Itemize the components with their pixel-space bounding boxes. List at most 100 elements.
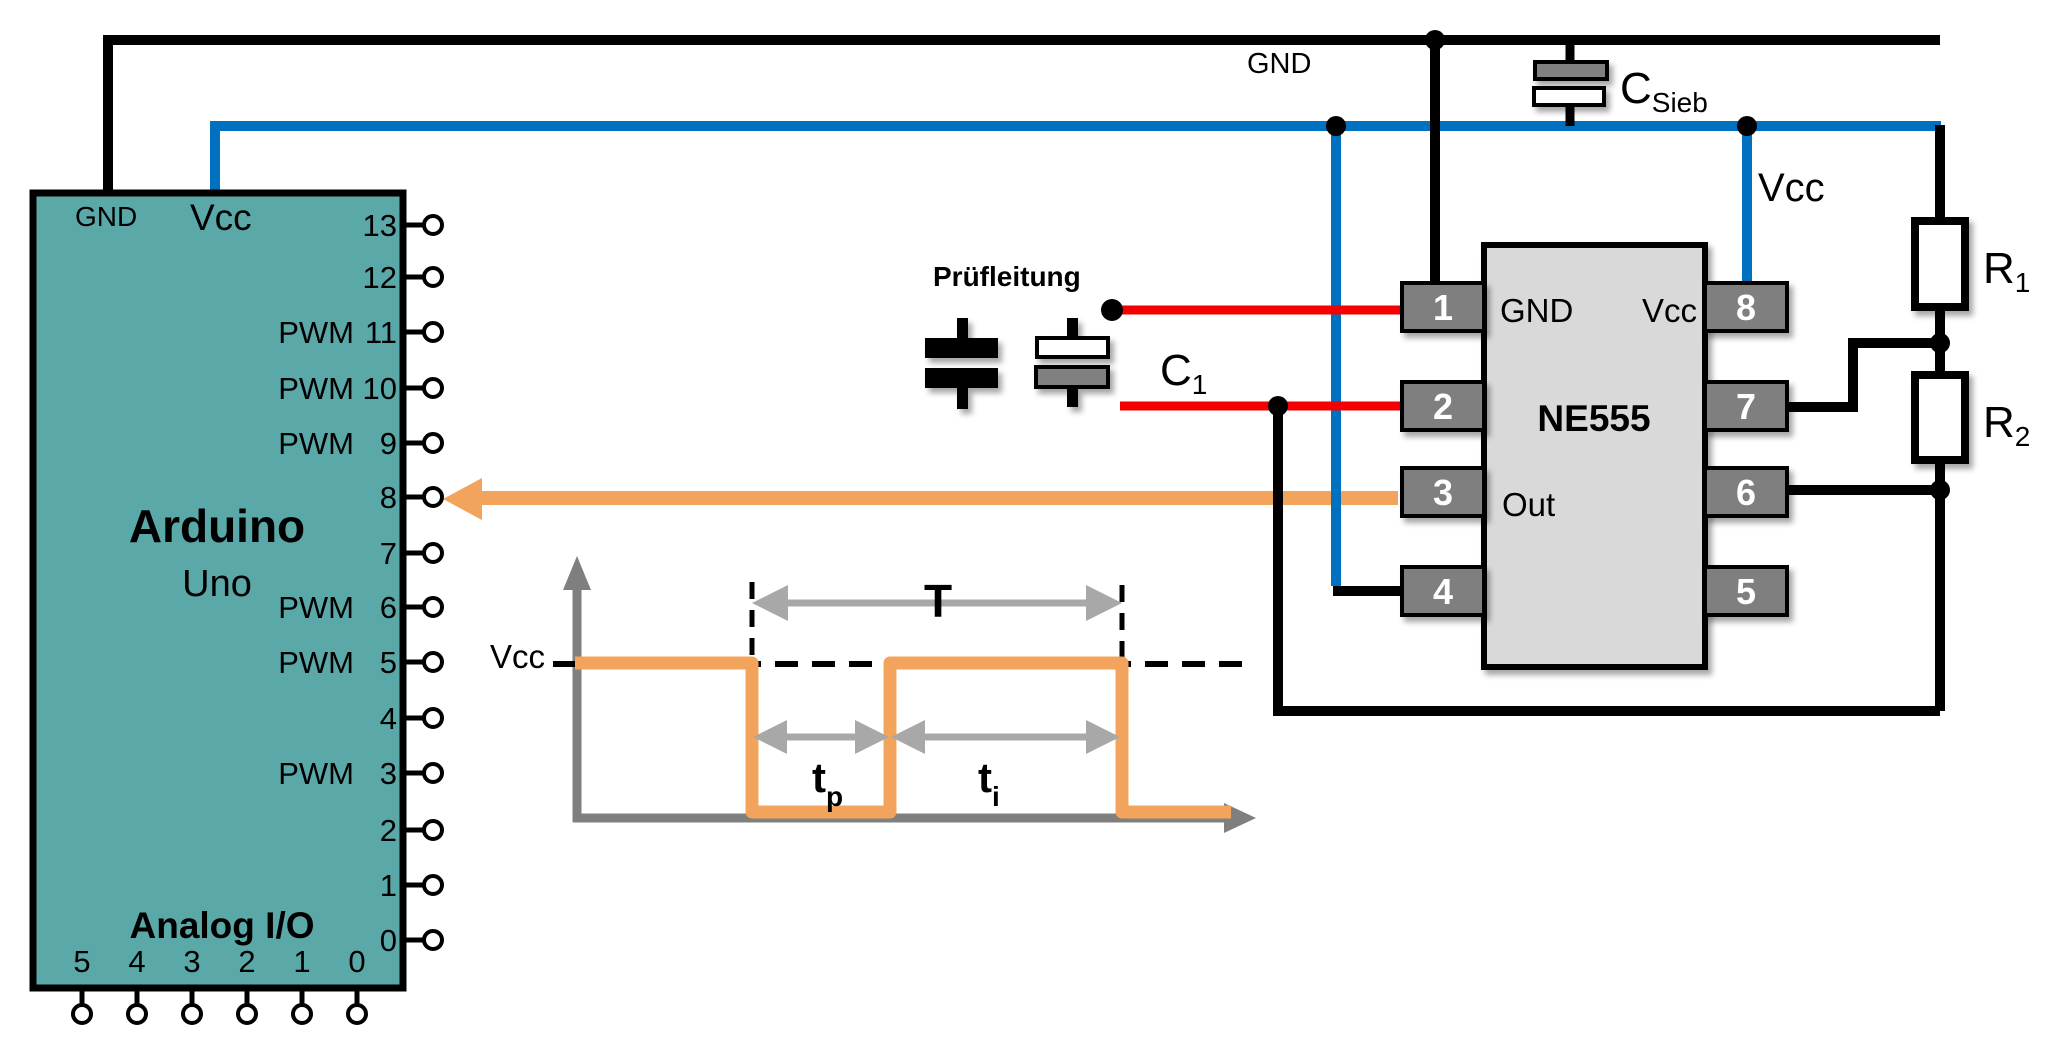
- pruefleitung-label: Prüfleitung: [933, 261, 1081, 292]
- pin7-discharge-wire: [1787, 338, 1940, 412]
- cap1-bottom-plate: [925, 368, 998, 388]
- arrowhead-icon: [1086, 720, 1120, 754]
- vcc-rail-wire: [210, 121, 1941, 193]
- ne555-pin2-box: [1400, 380, 1486, 432]
- analog-pin-terminals: [71, 1003, 368, 1025]
- junction-dot: [1930, 480, 1950, 500]
- pwm-label-3: PWM: [278, 756, 354, 791]
- arduino-pin9-label: 9: [380, 426, 397, 461]
- arrowhead-icon: [1086, 585, 1122, 621]
- csieb-bottom-plate: [1532, 86, 1606, 107]
- analog-pin2-label: 2: [238, 944, 255, 979]
- pwm-label-5: PWM: [278, 645, 354, 680]
- pwm-label-10: PWM: [278, 371, 354, 406]
- arduino-pin5-label: 5: [380, 645, 397, 680]
- csieb-top-plate: [1533, 60, 1609, 81]
- arduino-pin1-label: 1: [380, 868, 397, 903]
- vcc-drop-label: Vcc: [1758, 166, 1825, 210]
- resistor-r2: [1911, 371, 1969, 464]
- arrowhead-icon: [753, 720, 787, 754]
- ne555-pin5-box: [1703, 565, 1789, 617]
- timing-diagram: Vcc T tp ti: [490, 556, 1256, 833]
- csieb-label: CSieb: [1620, 64, 1708, 118]
- gnd-rail-wire: [103, 35, 1940, 193]
- arduino-analog-pins: 5 4 3 2 1 0: [71, 944, 368, 1025]
- arduino-pin12-label: 12: [363, 260, 397, 295]
- pin-terminal: [422, 596, 444, 618]
- analog-pin1-label: 1: [293, 944, 310, 979]
- junction-dot: [1425, 30, 1445, 50]
- pin-terminal: [126, 1003, 148, 1025]
- cap1-bottom-stub: [957, 386, 968, 409]
- arduino-subtitle: Uno: [182, 563, 252, 605]
- resistor-r1: [1911, 217, 1969, 311]
- pin-terminal: [236, 1003, 258, 1025]
- ne555-body: [1481, 242, 1708, 670]
- ne555-pin6-number: 6: [1736, 472, 1756, 513]
- cap2-top-plate: [1035, 336, 1110, 359]
- pwm-label-9: PWM: [278, 426, 354, 461]
- cap1-top-plate: [925, 338, 998, 358]
- ne555-pin4-box: [1400, 565, 1486, 617]
- arduino-pin11-label: 11: [365, 315, 397, 350]
- pin-terminal: [346, 1003, 368, 1025]
- gnd-rail-label: GND: [1247, 48, 1311, 80]
- ne555-pin3-number: 3: [1433, 472, 1453, 513]
- pin-terminal: [422, 377, 444, 399]
- arduino-pin8-label: 8: [380, 480, 397, 515]
- ne555-pin5-number: 5: [1736, 571, 1756, 612]
- arrowhead-icon: [855, 720, 889, 754]
- c1-label: C1: [1160, 346, 1207, 400]
- arduino-pin7-label: 7: [380, 536, 397, 571]
- pin-terminal: [422, 214, 444, 236]
- pin-terminal: [422, 651, 444, 673]
- test-capacitor-empty: [1034, 318, 1110, 407]
- pwm-label-6: PWM: [278, 590, 354, 625]
- junction-dot: [1737, 116, 1757, 136]
- pin-terminal: [422, 321, 444, 343]
- cap2-bottom-stub: [1067, 387, 1078, 407]
- arduino-title: Arduino: [129, 500, 305, 552]
- arduino-analog-label: Analog I/O: [130, 905, 315, 946]
- r2-label: R2: [1983, 398, 2030, 452]
- pin-terminal: [422, 762, 444, 784]
- ne555-right-pins: 8 7 6 5: [1703, 281, 1789, 617]
- pin-terminal: [422, 874, 444, 896]
- timing-period-label: T: [924, 575, 952, 627]
- output-waveform: [575, 656, 1231, 819]
- ne555-pin1-box: [1400, 281, 1486, 333]
- analog-pin5-label: 5: [73, 944, 90, 979]
- test-lead-terminal-dot: [1101, 299, 1123, 321]
- arrowhead-icon: [752, 585, 788, 621]
- cap2-top-stub: [1067, 318, 1078, 340]
- ne555-left-pins: 1 2 3 4: [1400, 281, 1486, 617]
- arduino-board: [29, 189, 407, 992]
- arduino-pin6-label: 6: [380, 590, 397, 625]
- pin-terminal: [291, 1003, 313, 1025]
- test-capacitor-charged: [925, 318, 998, 409]
- pin-terminal: [422, 929, 444, 951]
- ne555-title: NE555: [1537, 398, 1650, 439]
- analog-pin0-label: 0: [348, 944, 365, 979]
- cap1-top-stub: [957, 318, 968, 342]
- arduino-pin2-label: 2: [380, 813, 397, 848]
- arduino-pin-terminals: [422, 214, 444, 951]
- arduino-pin3-label: 3: [380, 756, 397, 791]
- arrowhead-icon: [891, 720, 925, 754]
- ne555-gnd-label: GND: [1500, 292, 1573, 329]
- analog-pin4-label: 4: [128, 944, 145, 979]
- junction-dot: [1930, 333, 1950, 353]
- ne555-out-label: Out: [1502, 486, 1555, 523]
- timing-vcc-label: Vcc: [490, 638, 545, 675]
- arduino-pin10-label: 10: [363, 371, 397, 406]
- ne555-pin3-box: [1400, 466, 1486, 518]
- pin-terminal: [181, 1003, 203, 1025]
- analog-pin-stubs: [79, 988, 360, 1005]
- output-arrowhead-icon: [443, 478, 482, 520]
- ne555-pin2-number: 2: [1433, 386, 1453, 427]
- ne555-pin6-box: [1703, 466, 1789, 518]
- arduino-pin13-label: 13: [363, 208, 397, 243]
- r1-label: R1: [1983, 244, 2030, 298]
- pin-terminal: [422, 819, 444, 841]
